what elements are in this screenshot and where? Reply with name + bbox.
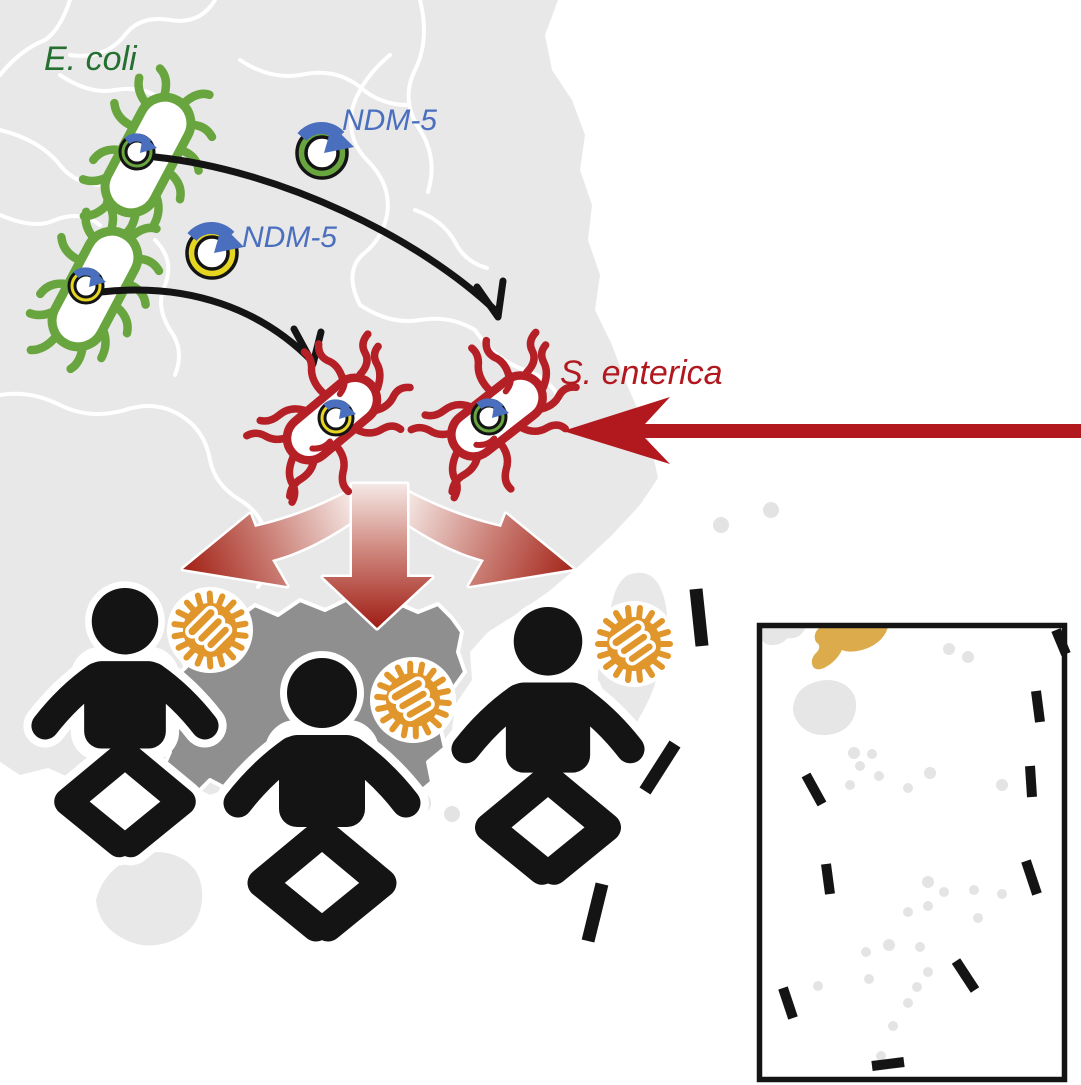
inset-hainan	[793, 680, 857, 736]
inset-islands	[813, 643, 1008, 1061]
s-enterica-bacterium-1	[243, 330, 414, 506]
ndm5-plasmid-in-ecoli-1	[118, 133, 157, 171]
inset-mainland-corner	[760, 627, 806, 646]
ndm5-label-bottom: NDM-5	[242, 221, 337, 254]
ndm5-free-plasmid-yellow	[185, 222, 244, 280]
south-china-sea-inset	[756, 622, 1071, 1083]
s-enterica-label: S. enterica	[560, 354, 723, 392]
nine-dash-line-main	[581, 588, 709, 943]
plasmid-transfer-arrow-1	[151, 153, 507, 321]
hainan-island	[96, 852, 203, 946]
salmonella-cell-icon-3	[591, 601, 677, 687]
import-arrow	[563, 397, 1081, 464]
spread-arrow-right	[395, 487, 576, 589]
ndm5-free-plasmid-green	[295, 122, 354, 180]
ndm5-plasmid-in-ecoli-2	[67, 267, 106, 305]
spread-arrow-down	[320, 481, 435, 631]
inset-gold-coast	[811, 627, 888, 670]
ndm5-label-top: NDM-5	[342, 104, 437, 137]
e-coli-label: E. coli	[44, 40, 138, 78]
inset-border	[756, 622, 1068, 1083]
spread-arrows	[180, 481, 576, 631]
s-enterica-bacterium-2	[407, 328, 580, 502]
inset-nine-dash-line	[778, 628, 1071, 1071]
spread-arrow-left	[180, 487, 361, 589]
